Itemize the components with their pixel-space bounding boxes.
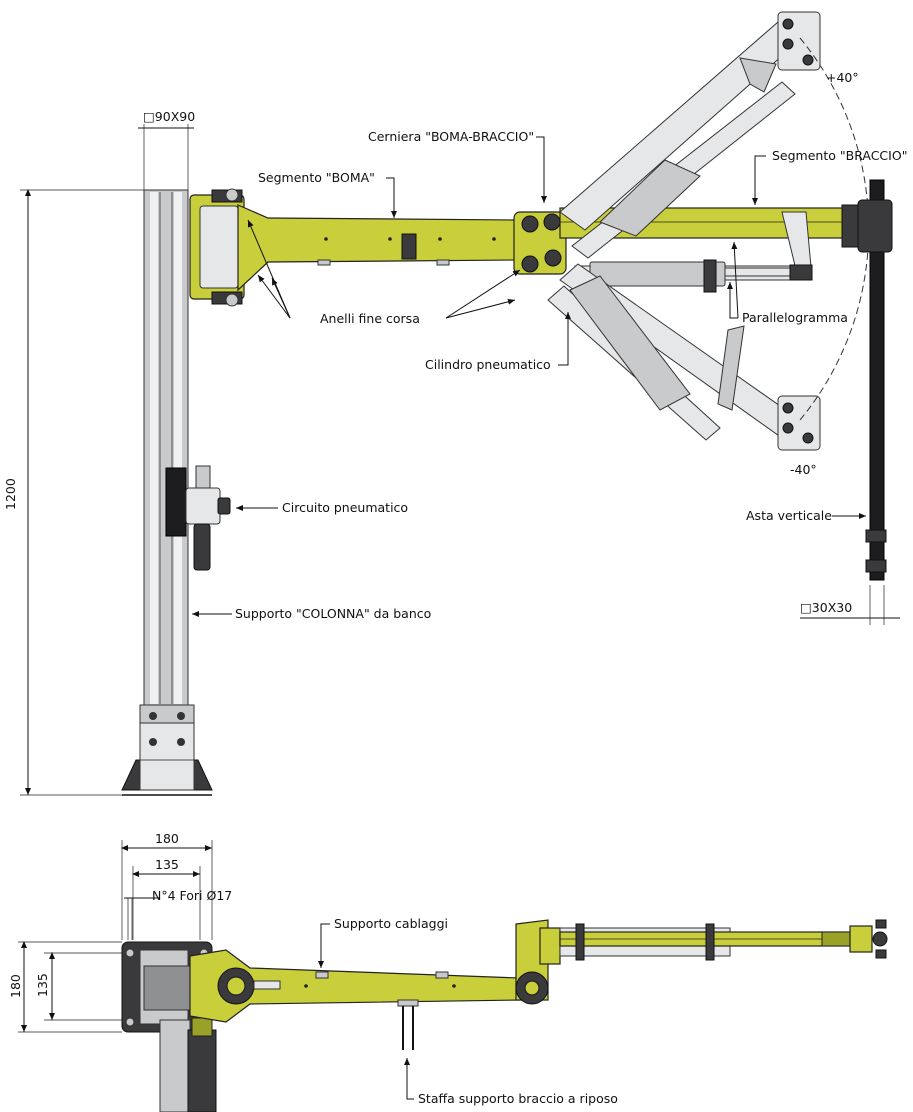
boom-head [189, 188, 245, 307]
end-rings-label: Anelli fine corsa [320, 311, 420, 326]
column [143, 189, 189, 706]
column-section-label: □90X90 [143, 109, 195, 124]
rest-bracket-label: Staffa supporto braccio a riposo [418, 1091, 618, 1106]
boom-label: Segmento "BOMA" [258, 170, 375, 185]
plan-height-outer-label: 180 [8, 974, 23, 998]
plan-width-outer-label: 180 [155, 831, 179, 846]
column-height-dimension: 1200 [3, 189, 144, 796]
plan-view: 180 135 N°4 Fori Ø17 180 135 [8, 831, 888, 1112]
column-support-label: Supporto "COLONNA" da banco [235, 606, 431, 621]
cylinder-label: Cilindro pneumatico [425, 357, 551, 372]
plan-height-inner-label: 135 [35, 973, 50, 997]
pneumatic-circuit-label: Circuito pneumatico [282, 500, 408, 515]
plan-hinge [515, 919, 561, 1005]
plan-labels: Supporto cablaggi Staffa supporto bracci… [318, 916, 618, 1106]
pneumatic-circuit [165, 465, 231, 571]
arm-lower-position [547, 263, 821, 451]
rest-bracket [397, 999, 419, 1050]
angle-up-label: +40° [826, 70, 859, 85]
boom-segment [237, 204, 519, 292]
parallelogram-label: Parallelogramma [742, 310, 848, 325]
column-height-label: 1200 [3, 478, 18, 510]
elevation-view: □90X90 1200 [3, 11, 907, 796]
vertical-rod [857, 179, 893, 581]
arm-label: Segmento "BRACCIO" [772, 148, 907, 163]
plan-width-inner-label: 135 [155, 857, 179, 872]
elevation-labels: Cerniera "BOMA-BRACCIO" Segmento "BOMA" … [192, 70, 907, 621]
column-section-dimension: □90X90 [138, 109, 195, 190]
plan-arm [559, 919, 888, 961]
arm-upper-position [559, 11, 821, 259]
swing-arc [799, 37, 870, 421]
plan-width-dimensions: 180 135 N°4 Fori Ø17 [121, 831, 232, 940]
holes-label: N°4 Fori Ø17 [152, 888, 232, 903]
plan-boom [189, 949, 521, 1023]
vertical-rod-label: Asta verticale [746, 508, 832, 523]
angle-down-label: -40° [790, 462, 817, 477]
column-base [121, 704, 213, 796]
boom-arm-hinge [513, 211, 567, 275]
rod-section-label: □30X30 [800, 600, 852, 615]
parallelogram-horizontal [574, 259, 813, 293]
hinge-label: Cerniera "BOMA-BRACCIO" [368, 129, 534, 144]
rod-section-dimension: □30X30 [800, 585, 900, 625]
cable-support-label: Supporto cablaggi [334, 916, 448, 931]
plan-height-dimensions: 180 135 [8, 941, 122, 1033]
